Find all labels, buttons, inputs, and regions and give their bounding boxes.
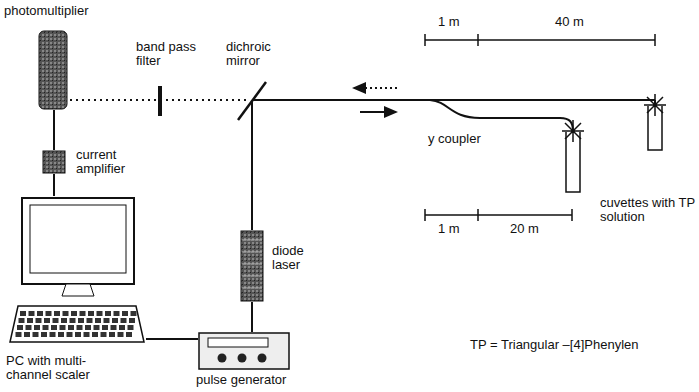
pc-shape: [8, 196, 146, 346]
pc-device: PC with multi-channel scaler: [8, 196, 146, 346]
annotation-label: band pass filter: [136, 40, 196, 68]
annotation-label: TP = Triangular –[4]Phenylen: [470, 338, 690, 352]
laser-beam: [251, 102, 253, 230]
return-arrow: [365, 87, 398, 89]
device-label: PC with multi-channel scaler: [6, 354, 106, 382]
device-label: photomultiplier: [4, 4, 114, 18]
annotation-label: 40 m: [555, 15, 595, 29]
annotation-label: cuvettes with TP solution: [600, 196, 695, 224]
annotation-label: y coupler: [428, 132, 508, 146]
laser-device: diode laser: [240, 230, 264, 302]
device-label: pulse generator: [196, 373, 316, 387]
pgen-shape: [198, 332, 290, 370]
forward-arrow: [360, 111, 385, 113]
cable: [54, 110, 55, 150]
annotation-label: 1 m: [438, 222, 478, 236]
cable: [146, 339, 198, 340]
cable: [252, 302, 253, 332]
pmt-device: photomultiplier: [38, 30, 68, 110]
fluorescence-stars: [562, 94, 666, 142]
dimension-lines: [425, 34, 655, 221]
annotation-label: 1 m: [438, 15, 478, 29]
optical-fibre: [252, 99, 655, 101]
amp-shape: [42, 150, 66, 174]
pgen-device: pulse generator: [198, 332, 290, 370]
optical-fibre-branch: [430, 100, 573, 132]
cable: [54, 174, 55, 196]
annotation-label: 20 m: [510, 222, 550, 236]
amp-device: current amplifier: [42, 150, 66, 174]
laser-shape: [240, 230, 264, 302]
device-label: current amplifier: [76, 148, 146, 176]
band-pass-filter: [158, 86, 162, 116]
device-label: diode laser: [272, 244, 332, 272]
pmt-shape: [38, 30, 68, 110]
annotation-label: dichroic mirror: [226, 40, 286, 68]
cuvettes: [566, 106, 662, 192]
